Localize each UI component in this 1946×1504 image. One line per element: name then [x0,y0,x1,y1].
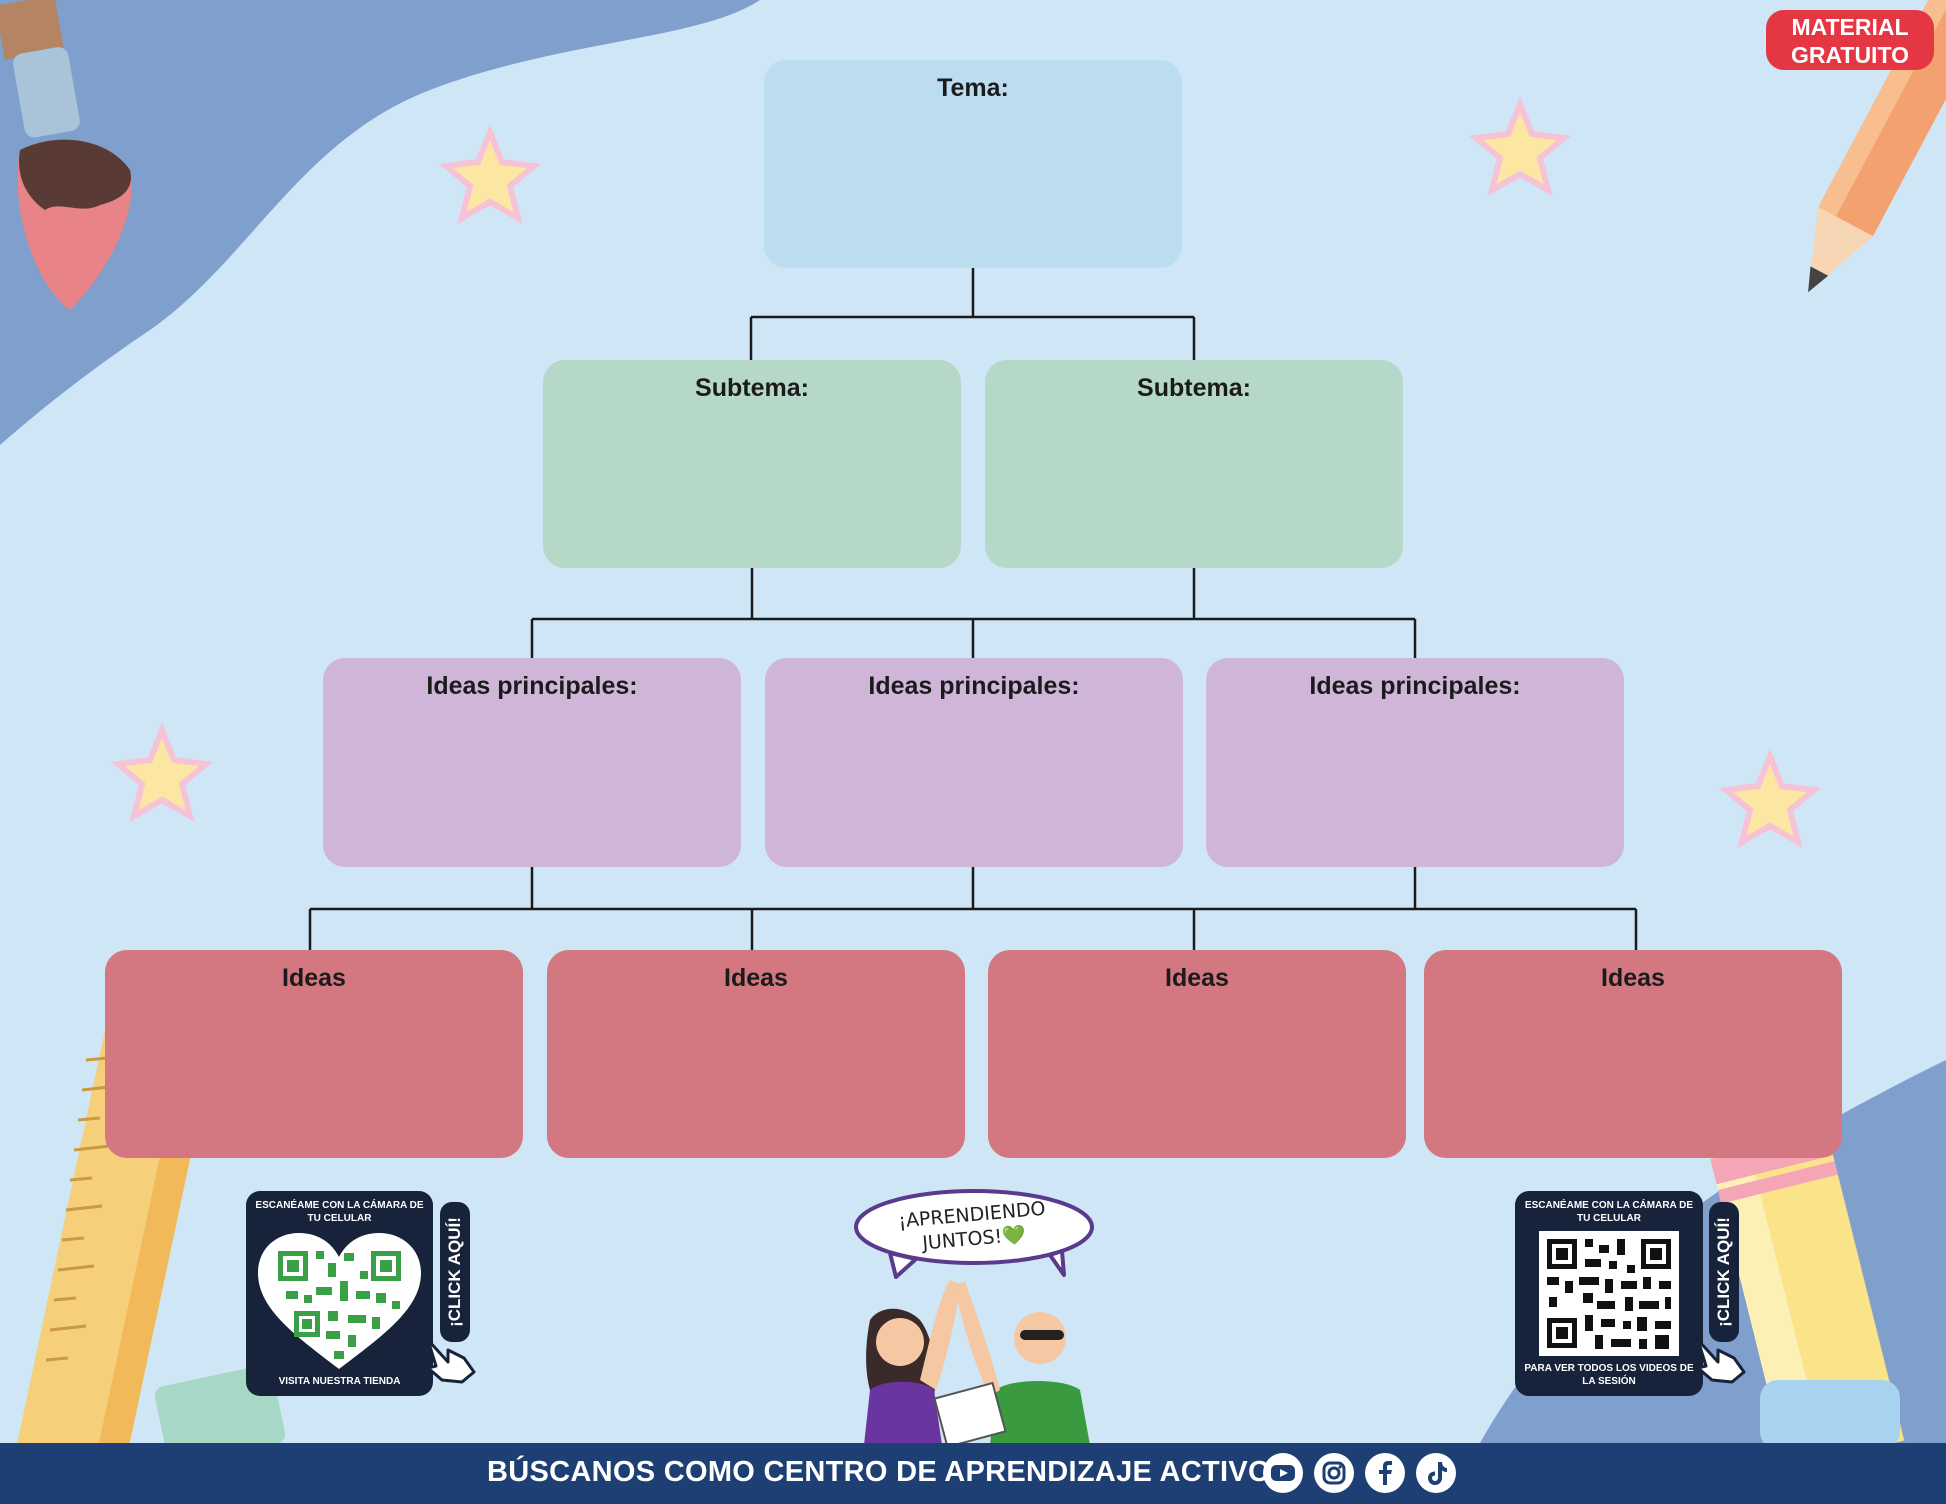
qr-card-instruction: ESCANÉAME CON LA CÁMARA DE TU CELULAR [255,1200,424,1224]
star-icon [110,95,1822,849]
tema-box[interactable]: Tema: [764,60,1182,268]
click-here-label: ¡CLICK AQUÍ! [445,1217,464,1327]
connector-lines [308,268,1638,950]
ideas-box-1[interactable]: Ideas [105,950,523,1158]
badge-line2: GRATUITO [1791,42,1909,68]
ideas-principales-label: Ideas principales: [868,672,1080,700]
qr-code-icon [1539,1231,1679,1356]
tiktok-icon[interactable] [1416,1453,1456,1493]
ideas-label: Ideas [282,964,346,992]
facebook-icon[interactable] [1365,1453,1405,1493]
youtube-icon[interactable] [1263,1453,1303,1493]
ideas-principales-box-2[interactable]: Ideas principales: [765,658,1183,867]
pointer-hand-icon [1696,1338,1746,1384]
cup-icon [1760,1380,1900,1450]
click-here-label: ¡CLICK AQUÍ! [1714,1217,1733,1327]
speech-bubble [854,1189,1094,1279]
ideas-principales-label: Ideas principales: [426,672,638,700]
qr-card-videos[interactable]: ESCANÉAME CON LA CÁMARA DE TU CELULAR PA… [1515,1191,1703,1396]
ideas-box-3[interactable]: Ideas [988,950,1406,1158]
pointer-hand-icon [426,1338,476,1384]
paintbrush-icon [0,0,132,310]
footer-text: BÚSCANOS COMO CENTRO DE APRENDIZAJE ACTI… [487,1456,1271,1488]
ideas-principales-label: Ideas principales: [1309,672,1521,700]
instagram-icon[interactable] [1314,1453,1354,1493]
badge-line1: MATERIAL [1791,14,1909,40]
subtema-label: Subtema: [695,374,809,402]
ideas-principales-box-3[interactable]: Ideas principales: [1206,658,1624,867]
heart-qr-code-icon [258,1233,421,1369]
subtema-label: Subtema: [1137,374,1251,402]
tema-label: Tema: [937,74,1009,102]
ideas-box-2[interactable]: Ideas [547,950,965,1158]
qr-card-caption: VISITA NUESTRA TIENDA [278,1376,401,1387]
ideas-principales-box-1[interactable]: Ideas principales: [323,658,741,867]
ideas-label: Ideas [1601,964,1665,992]
qr-card-store[interactable]: ESCANÉAME CON LA CÁMARA DE TU CELULAR VI… [246,1191,433,1396]
material-gratuito-badge: MATERIAL GRATUITO [1766,10,1934,70]
click-here-tab-store[interactable]: ¡CLICK AQUÍ! [440,1202,470,1342]
subtema-box-2[interactable]: Subtema: [985,360,1403,568]
ideas-label: Ideas [724,964,788,992]
subtema-box-1[interactable]: Subtema: [543,360,961,568]
teachers-illustration [864,1280,1090,1445]
top-left-blob [0,0,760,445]
ideas-box-4[interactable]: Ideas [1424,950,1842,1158]
qr-card-instruction: ESCANÉAME CON LA CÁMARA DE TU CELULAR [1524,1200,1694,1224]
ideas-label: Ideas [1165,964,1229,992]
qr-card-caption: PARA VER TODOS LOS VIDEOS DE LA SESIÓN [1524,1363,1694,1387]
footer-bar: BÚSCANOS COMO CENTRO DE APRENDIZAJE ACTI… [0,1443,1946,1504]
click-here-tab-videos[interactable]: ¡CLICK AQUÍ! [1709,1202,1739,1342]
